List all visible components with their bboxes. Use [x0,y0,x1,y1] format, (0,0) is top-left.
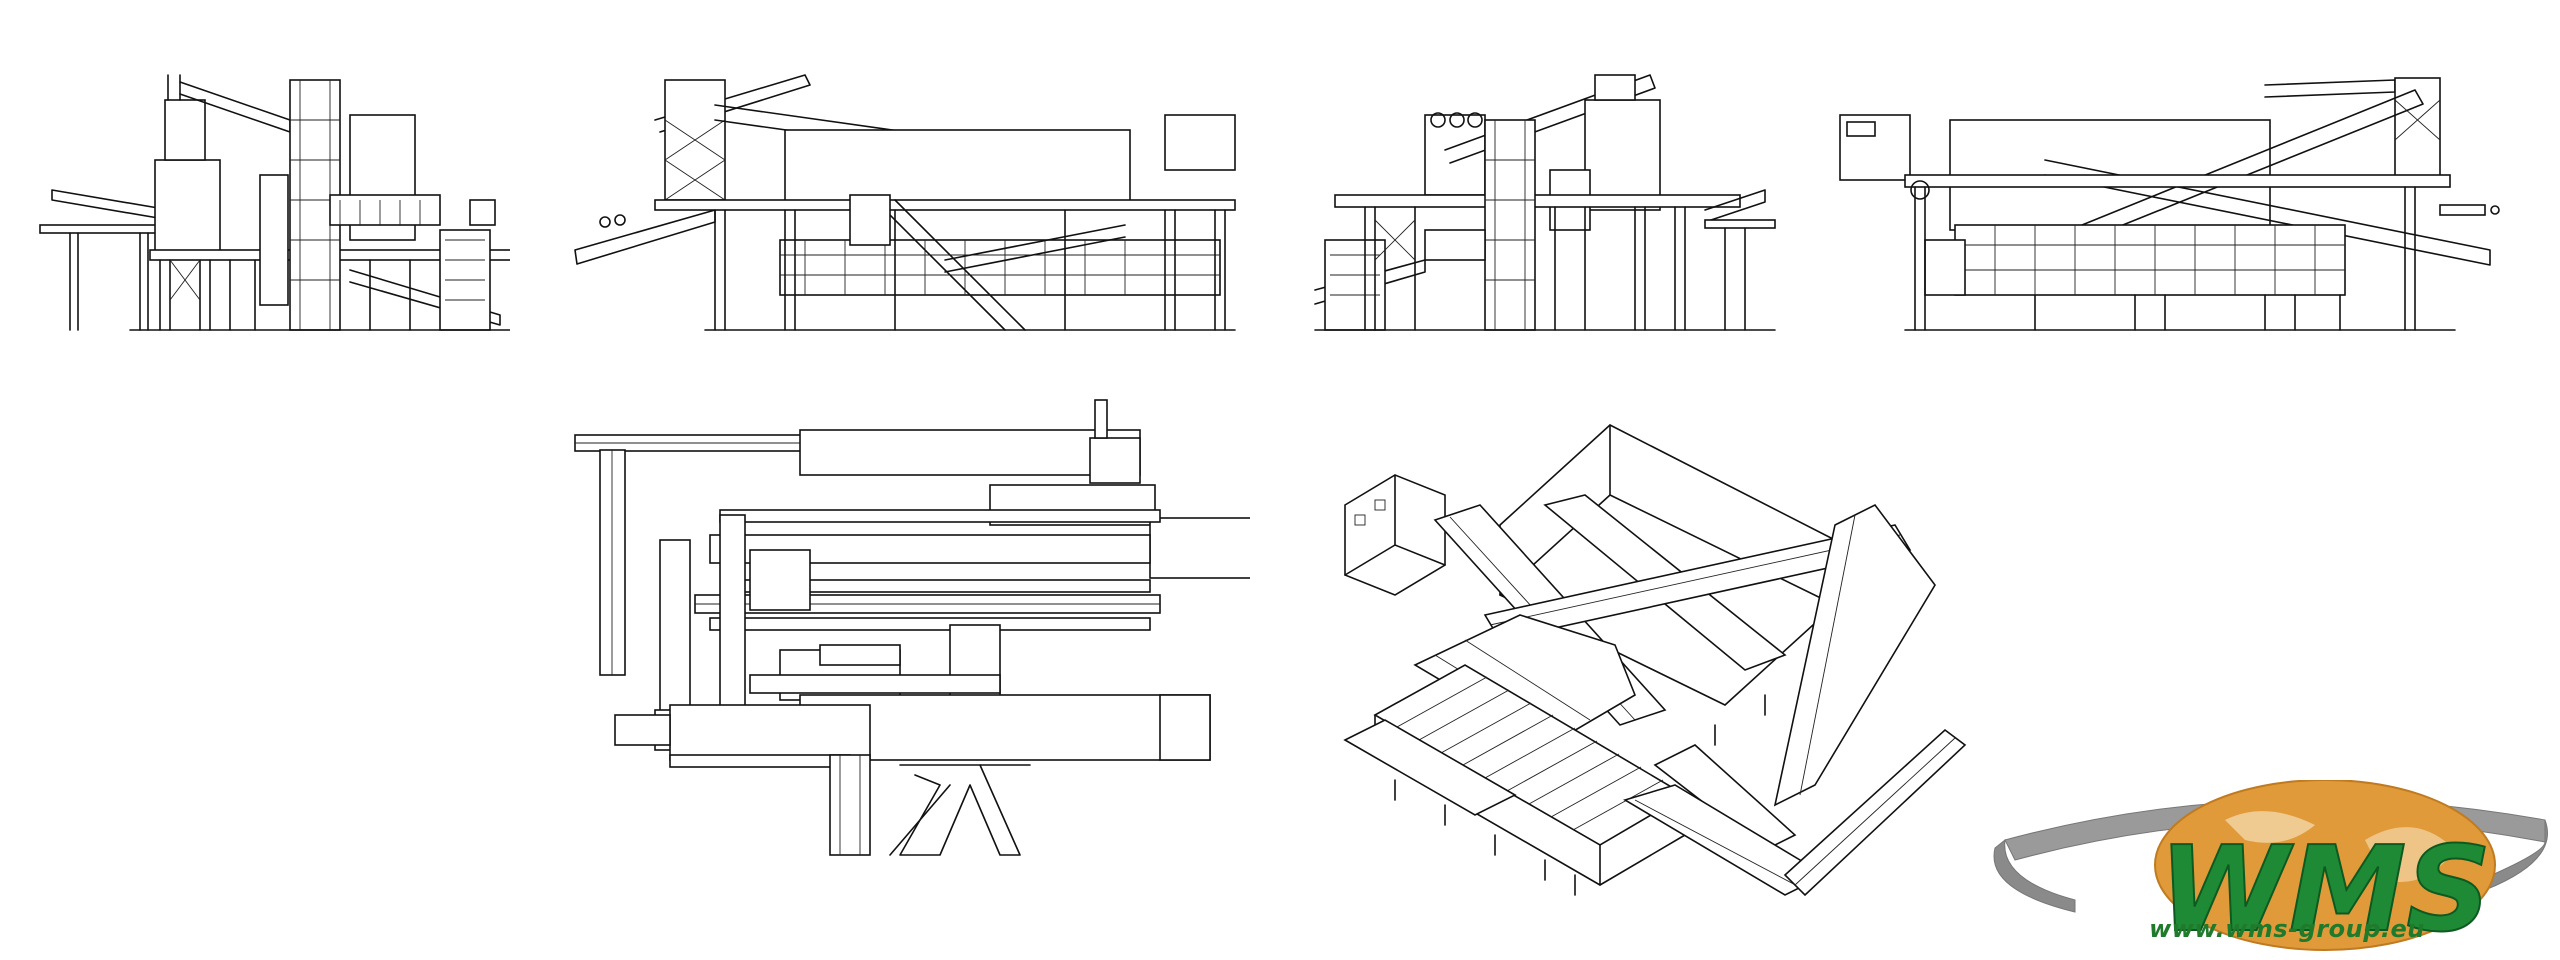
drawing-side-elevation-left [30,60,510,340]
stand-a-frame [889,764,1031,856]
conveyor-left-inclined [51,189,171,221]
logo-wordmark: WMS [2159,820,2492,955]
wms-logo: WMS [1985,779,2555,959]
drawing-rear-elevation [1835,60,2525,340]
drawing-side-elevation-right [1305,60,1785,340]
bucket-elevator-tower [1484,119,1536,331]
drawing-isometric-view [1335,405,1975,930]
logo-website-url[interactable]: www.wms-group.eu [2149,915,2425,943]
discharge-conveyor [1783,728,1967,897]
drawing-front-elevation [565,60,1245,340]
drawing-plan-view [570,390,1250,860]
